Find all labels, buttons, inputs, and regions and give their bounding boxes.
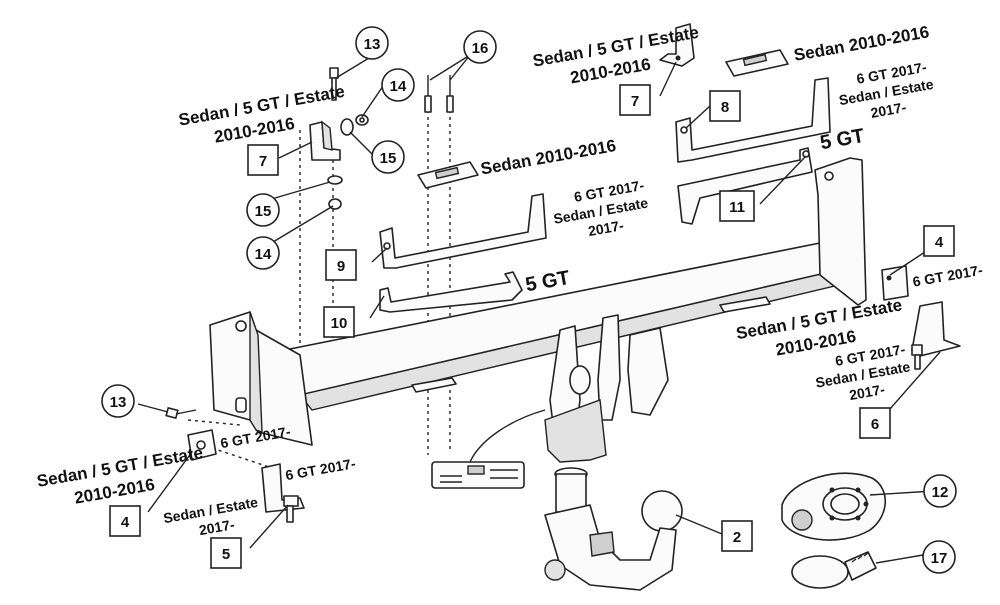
callout-7-left: 7 (247, 144, 279, 176)
label-gt-sedan-estate-middle: 6 GT 2017- Sedan / Estate 2017- (552, 177, 649, 239)
svg-text:2017-: 2017- (848, 381, 886, 403)
label-bottom-left-sedan: Sedan / 5 GT / Estate 2010-2016 (35, 443, 204, 508)
callout-7-top: 7 (619, 84, 651, 116)
bracket-9 (379, 193, 547, 269)
bracket-7-left (309, 120, 341, 161)
svg-text:13: 13 (110, 394, 127, 411)
callout-12: 12 (923, 474, 957, 508)
bracket-6 (911, 301, 961, 370)
callout-14-top: 14 (381, 68, 415, 102)
fasteners (165, 67, 454, 419)
svg-text:6: 6 (871, 416, 879, 433)
svg-text:2017-: 2017- (587, 217, 625, 239)
svg-text:9: 9 (337, 258, 345, 275)
svg-text:14: 14 (255, 246, 272, 263)
callout-10: 10 (323, 306, 355, 338)
bracket-11 (677, 147, 813, 225)
bracket-10 (379, 271, 523, 313)
assembly-guide-lines (187, 110, 451, 471)
svg-text:5 GT: 5 GT (524, 267, 572, 296)
svg-text:7: 7 (259, 153, 267, 170)
svg-text:14: 14 (390, 78, 407, 95)
svg-text:15: 15 (255, 203, 272, 220)
svg-text:8: 8 (721, 99, 729, 116)
callout-14-mid: 14 (246, 236, 280, 270)
callout-15-top: 15 (371, 140, 405, 174)
callout-9: 9 (325, 249, 357, 281)
svg-text:2017-: 2017- (198, 516, 236, 538)
callout-leaders (137, 54, 941, 564)
svg-text:11: 11 (729, 199, 745, 216)
electrical-socket (781, 472, 886, 541)
svg-text:17: 17 (931, 550, 948, 567)
callout-17: 17 (922, 540, 956, 574)
tow-ball (544, 467, 683, 591)
svg-text:2017-: 2017- (869, 99, 907, 121)
svg-text:6 GT 2017-: 6 GT 2017- (284, 455, 357, 483)
svg-text:Sedan 2010-2016: Sedan 2010-2016 (792, 22, 930, 65)
label-sedan-2010-2016-top: Sedan 2010-2016 (792, 22, 930, 65)
label-gt-bracket-5: 6 GT 2017- (284, 455, 357, 483)
towbar-crossbeam (209, 157, 867, 463)
svg-text:10: 10 (331, 315, 348, 332)
socket-seal (791, 551, 877, 589)
callout-2: 2 (721, 520, 753, 552)
callout-8: 8 (709, 90, 741, 122)
svg-text:5: 5 (222, 546, 230, 563)
svg-text:7: 7 (631, 93, 639, 110)
svg-text:4: 4 (935, 234, 944, 251)
svg-text:2: 2 (733, 529, 741, 546)
svg-text:12: 12 (932, 484, 949, 501)
bracket-5 (261, 463, 305, 523)
bracket-7-top (659, 23, 695, 67)
callout-6: 6 (859, 407, 891, 439)
callout-4-left: 4 (109, 505, 141, 537)
sedan-plates (417, 49, 789, 189)
callout-16: 16 (463, 30, 497, 64)
callout-15-mid: 15 (246, 193, 280, 227)
svg-text:16: 16 (472, 40, 489, 57)
svg-text:4: 4 (121, 514, 130, 531)
svg-text:15: 15 (380, 150, 397, 167)
svg-text:6 GT 2017-: 6 GT 2017- (911, 262, 984, 290)
bracket-8 (675, 77, 831, 163)
label-gt-sedan-estate-right-top: 6 GT 2017- Sedan / Estate 2017- (838, 59, 935, 121)
label-gt-right-plate: 6 GT 2017- (911, 262, 984, 290)
callout-4-right: 4 (923, 225, 955, 257)
plate-4 (187, 265, 909, 461)
identification-plate (431, 409, 546, 489)
callout-13-bottom: 13 (101, 384, 135, 418)
callout-13-top: 13 (355, 26, 389, 60)
callout-5: 5 (210, 537, 242, 569)
callout-11: 11 (719, 190, 755, 222)
svg-text:Sedan 2010-2016: Sedan 2010-2016 (479, 136, 617, 179)
label-sedan-estate-bottom: Sedan / Estate 2017- (162, 494, 259, 538)
label-sedan-2010-2016-mid: Sedan 2010-2016 (479, 136, 617, 179)
label-5gt-middle: 5 GT (524, 267, 572, 296)
svg-text:13: 13 (364, 36, 381, 53)
